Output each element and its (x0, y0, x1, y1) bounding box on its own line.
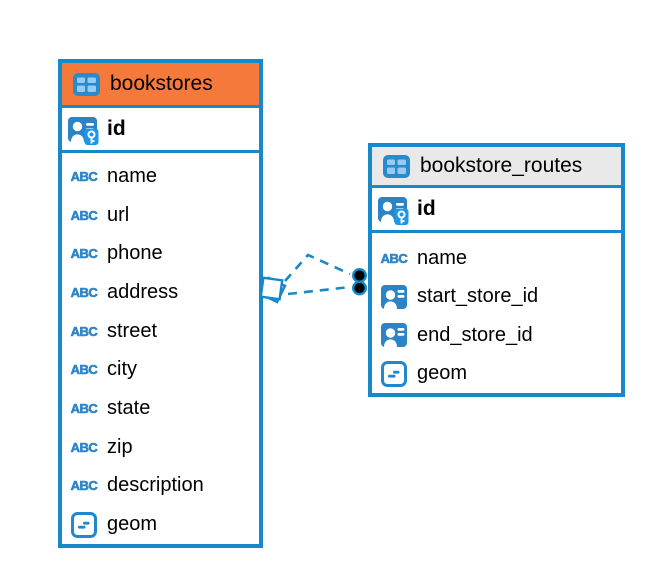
text-type-icon: ABC (70, 284, 98, 301)
column-name: start_store_id (417, 285, 539, 308)
text-type-icon: ABC (70, 478, 98, 494)
column-name: city (107, 358, 137, 381)
column-name: description (107, 474, 204, 497)
column-name: geom (417, 362, 468, 385)
column-row-end_store_id[interactable]: end_store_id (372, 316, 621, 355)
foreign-key-icon (376, 284, 412, 309)
table-icon (68, 72, 104, 96)
column-row-phone[interactable]: ABC phone (62, 234, 259, 273)
text-type-icon: ABC (70, 362, 98, 378)
geometry-type-icon (376, 360, 412, 387)
column-row-url[interactable]: ABC url (62, 196, 259, 235)
foreign-key-icon (376, 323, 412, 348)
primary-key-row[interactable]: id (372, 188, 621, 233)
relationship-source-diamond (259, 276, 287, 304)
column-name: state (107, 396, 151, 419)
table-header-bookstore-routes[interactable]: bookstore_routes (372, 147, 621, 188)
table-header-bookstores[interactable]: bookstores (62, 63, 259, 108)
column-name: phone (107, 242, 163, 265)
column-name: street (107, 319, 158, 342)
primary-key-name: id (107, 117, 126, 140)
column-row-state[interactable]: ABC state (62, 389, 259, 428)
column-name: geom (107, 513, 158, 536)
entity-table-bookstore-routes[interactable]: bookstore_routes id ABC name start_store_i… (368, 143, 625, 397)
column-row-city[interactable]: ABC city (62, 350, 259, 389)
text-type-icon: ABC (70, 439, 98, 455)
table-name: bookstores (110, 72, 213, 95)
column-name: zip (107, 435, 133, 458)
column-row-address[interactable]: ABC address (62, 273, 259, 312)
primary-key-row[interactable]: id (62, 108, 259, 153)
text-type-icon: ABC (70, 323, 98, 339)
text-type-icon: ABC (380, 250, 408, 266)
column-row-start_store_id[interactable]: start_store_id (372, 278, 621, 317)
column-row-name[interactable]: ABC name (372, 239, 621, 278)
column-name: end_store_id (417, 323, 533, 346)
column-row-name[interactable]: ABC name (62, 157, 259, 196)
geometry-type-icon (66, 511, 102, 538)
table-icon (378, 154, 414, 178)
primary-key-icon (66, 114, 102, 145)
relationship-endpoint-dot (352, 268, 368, 296)
primary-key-icon (376, 194, 412, 225)
primary-key-name: id (417, 197, 436, 220)
text-type-icon: ABC (70, 246, 98, 262)
relationship-line[interactable] (284, 253, 351, 282)
column-row-description[interactable]: ABC description (62, 467, 259, 506)
relationship-line[interactable] (287, 285, 351, 296)
column-name: name (107, 164, 158, 187)
text-type-icon: ABC (70, 207, 98, 223)
column-row-geom[interactable]: geom (372, 355, 621, 394)
column-row-street[interactable]: ABC street (62, 312, 259, 351)
table-name: bookstore_routes (420, 154, 583, 177)
column-row-geom[interactable]: geom (62, 505, 259, 544)
text-type-icon: ABC (70, 400, 98, 417)
column-name: url (107, 203, 130, 226)
column-name: name (417, 246, 468, 269)
column-row-zip[interactable]: ABC zip (62, 428, 259, 467)
column-name: address (107, 280, 179, 303)
text-type-icon: ABC (70, 168, 98, 185)
